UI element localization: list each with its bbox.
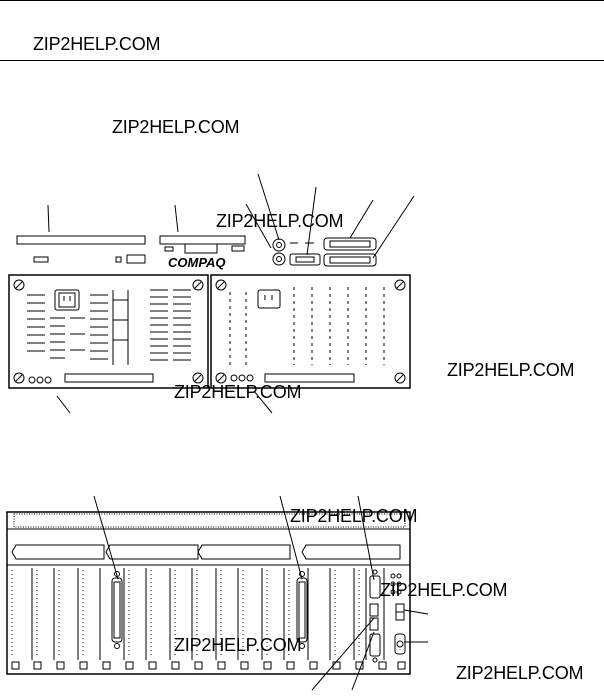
watermark: ZIP2HELP.COM: [456, 663, 584, 683]
watermark: ZIP2HELP.COM: [112, 117, 240, 137]
top-rule: [0, 0, 604, 1]
header-rule: [0, 60, 604, 61]
server-rear-figure: COMPAQ: [8, 173, 415, 414]
watermark: ZIP2HELP.COM: [380, 580, 508, 600]
watermark: ZIP2HELP.COM: [33, 34, 161, 54]
compaq-logo: COMPAQ: [168, 255, 226, 270]
watermark: ZIP2HELP.COM: [447, 360, 575, 380]
